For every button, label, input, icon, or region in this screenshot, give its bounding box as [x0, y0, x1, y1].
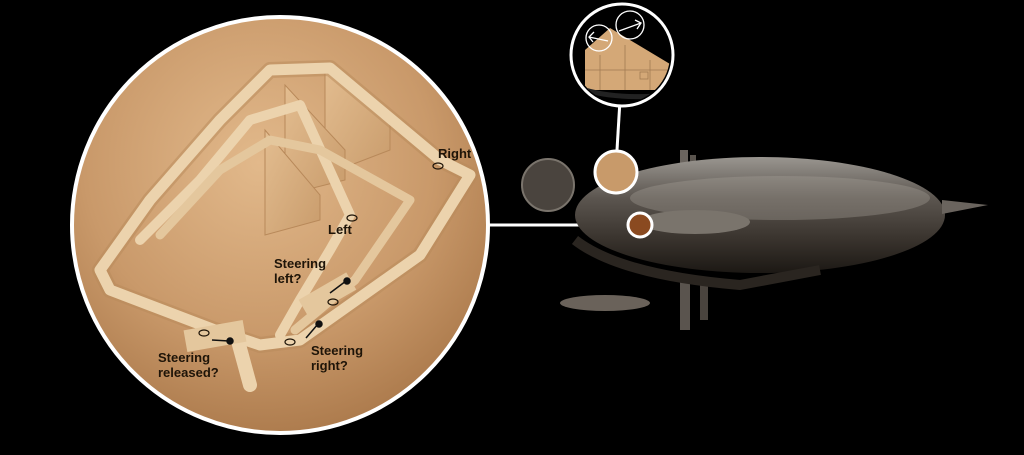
cockpit-connector-line	[615, 99, 622, 151]
track-closeup	[72, 17, 488, 433]
airship	[521, 150, 988, 330]
label-steering-right: Steering right?	[311, 343, 363, 373]
sensor-markers	[198, 162, 444, 346]
engine-callout-ring	[626, 211, 654, 239]
label-steering-released-line2: released?	[158, 365, 219, 380]
label-steering-released-line1: Steering	[158, 350, 211, 365]
cockpit-callout	[569, 2, 675, 195]
label-steering-left-line2: left?	[274, 271, 302, 286]
cockpit-marker-ring	[593, 149, 639, 195]
engine-intake	[629, 214, 651, 236]
label-steering-left-line1: Steering	[274, 256, 327, 271]
arrow-right-icon	[615, 10, 645, 40]
marble-tracks	[92, 60, 478, 392]
label-steering-released: Steering released?	[158, 350, 219, 380]
label-steering-right-line2: right?	[311, 358, 348, 373]
cockpit-callout-ring	[569, 2, 675, 108]
steering-levers	[211, 277, 351, 345]
label-right: Right	[438, 146, 472, 161]
label-left: Left	[328, 222, 352, 237]
label-steering-left: Steering left?	[274, 256, 326, 286]
arrow-left-icon	[585, 24, 613, 52]
label-steering-right-line1: Steering	[311, 343, 364, 358]
